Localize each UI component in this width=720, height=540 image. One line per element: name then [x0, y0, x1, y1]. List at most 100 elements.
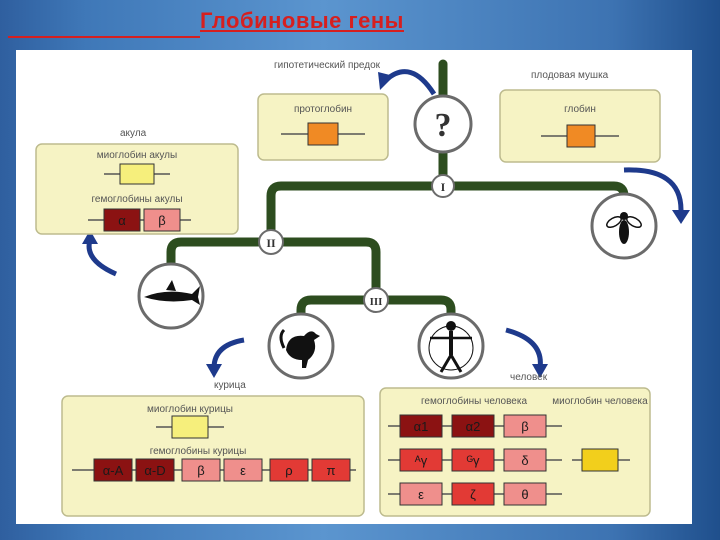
arrowhead-fly [672, 210, 690, 224]
human-gene-ggamma [451, 448, 495, 472]
shark-caption: акула [120, 128, 147, 139]
human-gene-zeta-label: ζ [470, 487, 476, 502]
human-gene-agamma-label: ᴬγ [414, 453, 428, 468]
human-gene-theta-label: θ [521, 487, 528, 502]
shark-gene-beta [143, 208, 181, 232]
chicken-icon [267, 312, 335, 380]
human-box: человек гемоглобины человека миоглобин ч… [379, 372, 651, 517]
arrow-human [505, 327, 543, 369]
shark-box: акула миоглобин акулы гемоглобины акулы … [35, 128, 239, 235]
human-genes-row3: ε ζ θ [388, 482, 562, 506]
human-gene-epsilon-label: ε [418, 487, 424, 502]
human-gene-delta [503, 448, 547, 472]
arrow-fly [623, 167, 684, 211]
chicken-gene-alpha-a [93, 458, 133, 482]
human-gene-agamma [399, 448, 443, 472]
fly-box: плодовая мушка глобин [499, 70, 661, 163]
chicken-gene-rho-label: ρ [285, 463, 292, 478]
globin-gene [566, 124, 596, 148]
globin-label: глобин [564, 103, 596, 115]
chicken-gene-alpha-a-label: α-A [103, 463, 124, 478]
tree-branch-human [371, 295, 456, 325]
arrowhead-ancestor [378, 72, 394, 90]
chicken-gene-alpha-d [135, 458, 175, 482]
human-gene-alpha2 [451, 414, 495, 438]
tree-branch-chicken [296, 295, 381, 325]
tree-branch-node2 [266, 181, 448, 247]
arrowhead-shark [82, 230, 98, 244]
chicken-caption: курица [214, 380, 246, 391]
human-gene-beta [503, 414, 547, 438]
human-gene-zeta [451, 482, 495, 506]
arrowhead-human [532, 364, 548, 378]
human-icon [417, 312, 485, 380]
node-ii-label: II [266, 236, 276, 250]
tree-branch-shark [166, 237, 276, 273]
fly-icon [590, 192, 658, 260]
tree-nodes: ? I II III [258, 94, 473, 313]
chicken-genes: α-A α-D β ε ρ π [93, 458, 351, 482]
node-i [431, 174, 455, 198]
node-ii [258, 229, 284, 255]
root-node-label: ? [435, 107, 452, 144]
chicken-gene-epsilon-label: ε [240, 463, 246, 478]
tree-branch-fly [438, 181, 629, 213]
title-underline [8, 36, 200, 38]
ancestor-box: гипотетический предок протоглобин [257, 60, 389, 161]
protoglobin-label: протоглобин [294, 103, 352, 115]
chicken-gene-beta-label: β [197, 463, 204, 478]
protoglobin-gene [307, 122, 339, 146]
phylogenetic-tree [166, 59, 629, 325]
human-gene-alpha1 [399, 414, 443, 438]
animal-icons [137, 192, 658, 380]
ancestor-caption: гипотетический предок [274, 60, 381, 71]
globin-tree-diagram: ? I II III [35, 59, 690, 517]
human-genes-row2: ᴬγ ᴳγ δ [388, 448, 562, 472]
human-gene-delta-label: δ [521, 453, 528, 468]
human-gene-alpha2-label: α2 [466, 419, 481, 434]
fly-caption-text: плодовая мушка [531, 70, 609, 81]
chicken-gene-epsilon [223, 458, 263, 482]
chicken-box: курица миоглобин курицы гемоглобины кури… [61, 380, 365, 517]
shark-icon [137, 262, 205, 330]
root-node [413, 94, 473, 154]
node-iii-label: III [370, 296, 383, 308]
node-i-label: I [441, 180, 446, 194]
human-genes-row1: α1 α2 β [388, 414, 562, 438]
human-gene-epsilon [399, 482, 443, 506]
human-gene-beta-label: β [521, 419, 528, 434]
chicken-myoglobin-gene [171, 415, 209, 439]
title-area: Глобиновые гены [0, 0, 720, 46]
arrow-shark [86, 239, 118, 277]
human-myoglobin-label: миоглобин человека [552, 395, 648, 407]
arrow-chicken [211, 337, 245, 369]
page-title: Глобиновые гены [200, 8, 404, 33]
ancestor-caption-text: гипотетический предок [274, 60, 381, 71]
human-gene-ggamma-label: ᴳγ [467, 453, 480, 468]
chicken-hemoglobin-label: гемоглобины курицы [150, 445, 247, 457]
arrowheads [82, 72, 690, 378]
chicken-gene-rho [269, 458, 309, 482]
human-gene-theta [503, 482, 547, 506]
chicken-gene-beta [181, 458, 221, 482]
node-iii [363, 287, 389, 313]
chicken-gene-pi-label: π [327, 463, 336, 478]
human-caption: человек [510, 372, 548, 383]
shark-hemoglobin-label: гемоглобины акулы [91, 193, 182, 205]
human-myoglobin-label-line1: миоглобин человека [552, 395, 648, 407]
chicken-myoglobin-label: миоглобин курицы [147, 403, 233, 415]
arrow-ancestor [384, 69, 437, 96]
shark-gene-alpha [103, 208, 141, 232]
human-gene-alpha1-label: α1 [414, 419, 429, 434]
globin-tree-figure: ? I II III [16, 50, 692, 524]
shark-myoglobin-label: миоглобин акулы [97, 149, 177, 161]
shark-gene-beta-label: β [158, 213, 165, 228]
arrowhead-chicken [206, 364, 222, 378]
chicken-gene-pi [311, 458, 351, 482]
chicken-gene-alpha-d-label: α-D [144, 463, 165, 478]
shark-gene-alpha-label: α [118, 213, 126, 228]
tree-branch-node3 [266, 237, 381, 305]
human-myoglobin-gene [581, 448, 619, 472]
shark-myoglobin-gene [119, 163, 155, 185]
human-hemoglobin-label: гемоглобины человека [421, 395, 527, 407]
